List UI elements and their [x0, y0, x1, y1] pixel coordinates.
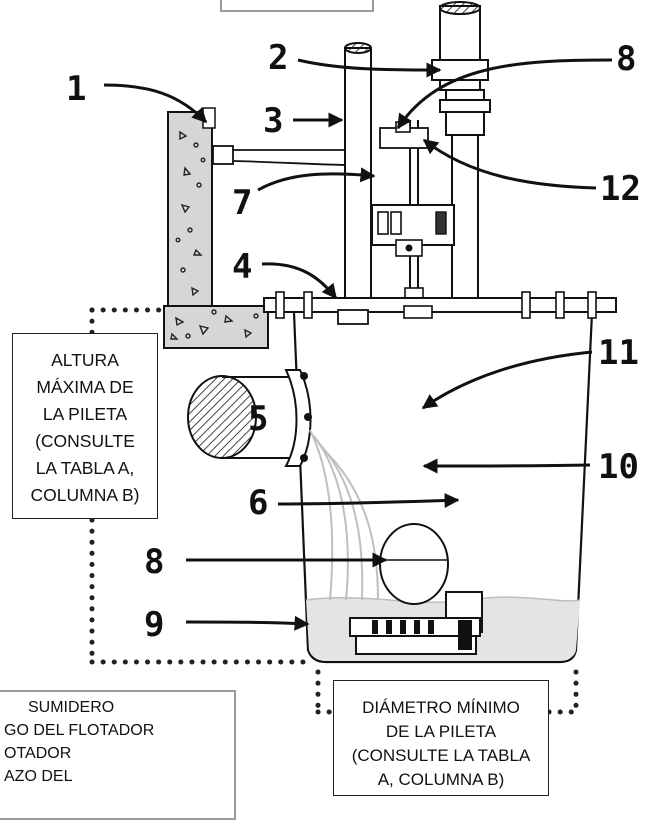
legend-line: OTADOR	[4, 745, 72, 762]
callout-5: 5	[248, 399, 268, 439]
callout-12: 12	[600, 169, 641, 209]
basin-lid	[263, 291, 617, 325]
callout-4: 4	[232, 247, 252, 287]
callout-7: 7	[232, 183, 252, 223]
callout-numbers: 1 2 3 4 5 6 7 8 8 9 10 11 12	[66, 38, 641, 645]
concrete-wall	[167, 107, 216, 309]
switch-housing	[371, 204, 455, 257]
arrow-7	[257, 167, 376, 192]
arrow-11	[421, 350, 593, 410]
note-line: A, COLUMNA B)	[377, 770, 505, 789]
legend-line: SUMIDERO	[28, 699, 115, 716]
callout-8-top: 8	[616, 39, 636, 79]
arrow-6	[277, 492, 460, 508]
pump-body	[349, 591, 483, 655]
legend-line: AZO DEL	[4, 768, 73, 785]
note-line: MÁXIMA DE	[36, 377, 134, 397]
callout-2: 2	[268, 38, 288, 78]
note-line: DIÁMETRO MÍNIMO	[362, 698, 520, 717]
inlet-pipe	[187, 369, 379, 601]
callout-6: 6	[248, 483, 268, 523]
dimension-lines	[89, 307, 579, 715]
arrow-1	[103, 83, 208, 124]
basin-height-note: ALTURA MÁXIMA DE LA PILETA (CONSULTE LA …	[12, 333, 158, 519]
sump-pump-diagram: 1 2 3 4 5 6 7 8 8 9 10 11 12	[66, 1, 641, 715]
callout-10: 10	[598, 447, 639, 487]
note-line: ALTURA	[51, 350, 119, 370]
callout-8-bottom: 8	[144, 542, 164, 582]
note-line: (CONSULTE	[35, 431, 135, 451]
callout-3: 3	[263, 101, 283, 141]
power-cord	[212, 145, 359, 166]
top-legend-edge	[220, 0, 374, 12]
arrow-2	[297, 58, 442, 78]
arrow-12	[422, 138, 597, 190]
legend-line: GO DEL FLOTADOR	[4, 722, 155, 739]
pump-float	[379, 523, 449, 605]
concrete-floor	[163, 305, 269, 349]
callout-9: 9	[144, 605, 164, 645]
callout-11: 11	[598, 333, 639, 373]
note-line: LA TABLA A,	[35, 458, 135, 478]
arrow-10	[422, 458, 591, 474]
note-line: (CONSULTE LA TABLA	[351, 746, 531, 765]
note-line: DE LA PILETA	[385, 722, 497, 741]
arrow-8-top	[396, 58, 613, 130]
arrow-4	[261, 262, 338, 300]
basin-diameter-note: DIÁMETRO MÍNIMO DE LA PILETA (CONSULTE L…	[333, 680, 549, 796]
note-line: LA PILETA	[42, 404, 128, 424]
callout-1: 1	[66, 69, 86, 109]
leader-arrows	[103, 58, 613, 631]
arrow-9	[185, 615, 310, 631]
note-line: COLUMNA B)	[30, 485, 140, 505]
